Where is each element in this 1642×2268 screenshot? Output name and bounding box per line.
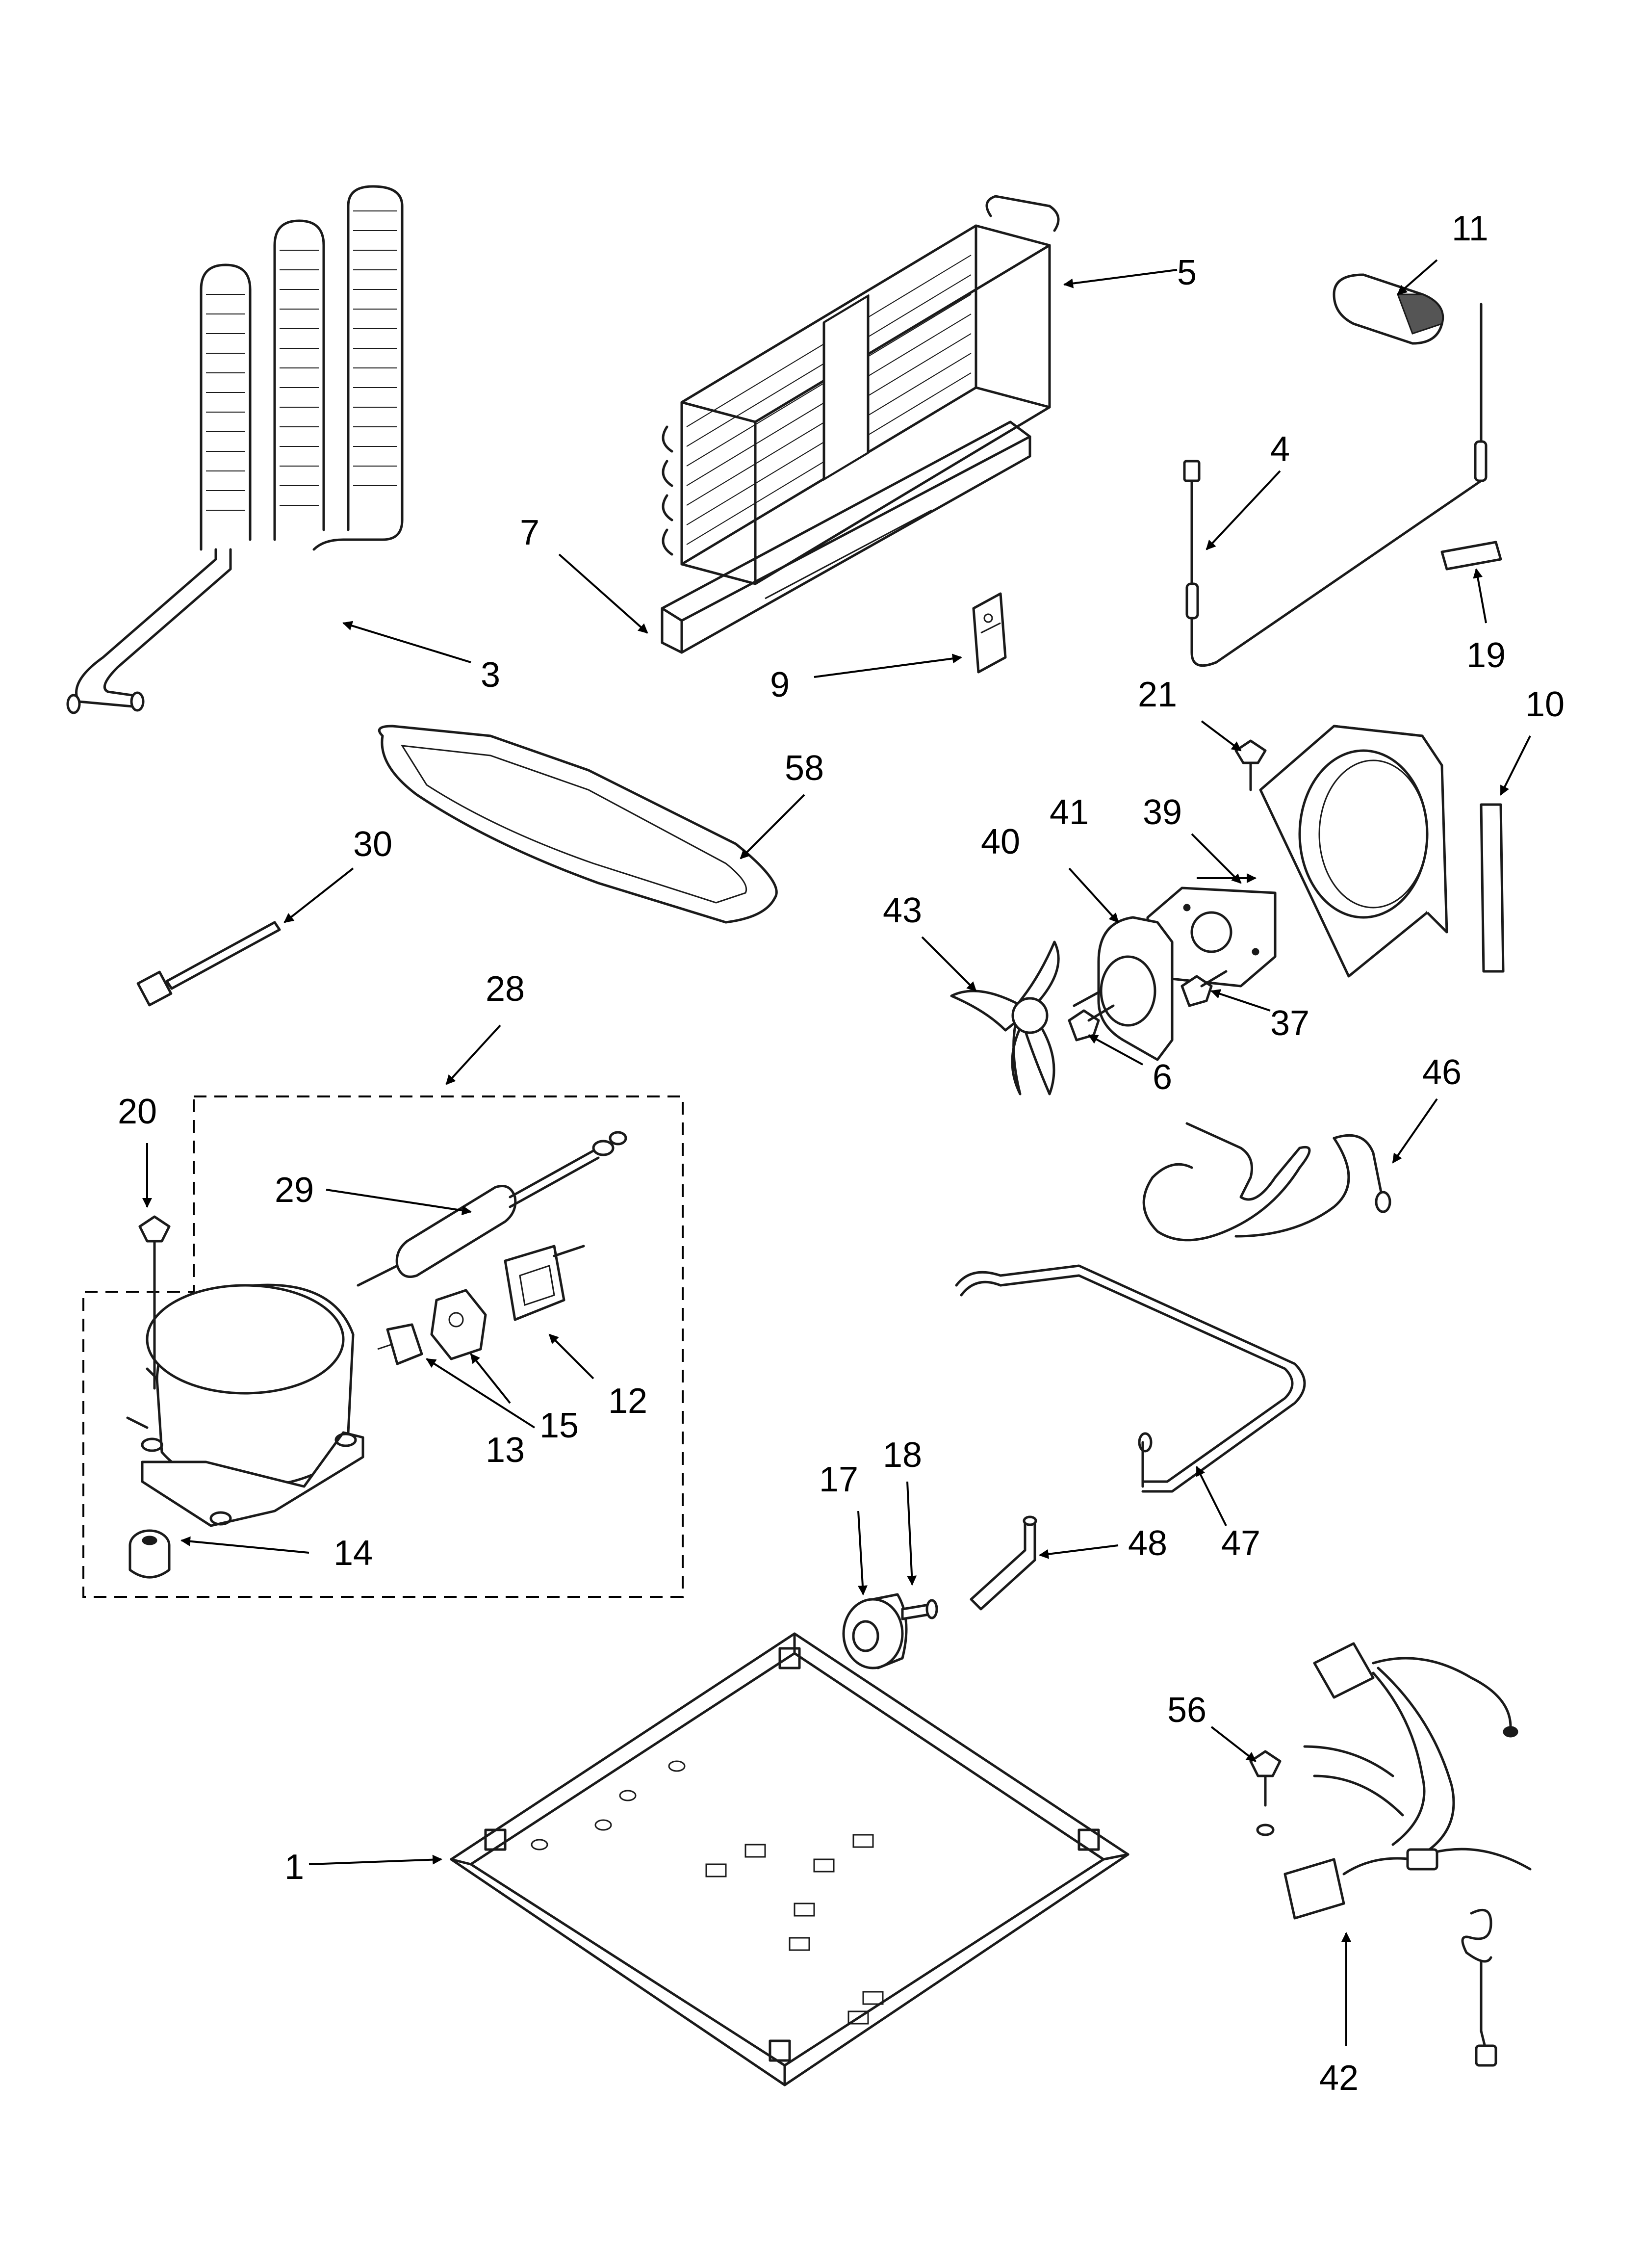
callout-42: 42: [1319, 2059, 1359, 2098]
callout-41: 41: [1050, 793, 1089, 832]
grommet: [128, 1529, 171, 1579]
callout-19: 19: [1466, 636, 1506, 675]
fan-blade: [950, 940, 1060, 1095]
screw-20: [138, 1215, 171, 1267]
cable-tie: [136, 921, 281, 1007]
callout-58: 58: [785, 749, 824, 788]
callout-13: 13: [486, 1431, 525, 1470]
fan-motor: [1073, 916, 1174, 1061]
motor-bracket: [1146, 886, 1277, 988]
callout-10: 10: [1525, 685, 1565, 724]
screws: [1068, 970, 1228, 1042]
callout-18: 18: [883, 1435, 922, 1475]
callout-43: 43: [883, 891, 922, 930]
leader-lines: [142, 259, 1531, 2046]
wire-harness: [1283, 1642, 1532, 2067]
clip-bracket: [972, 592, 1007, 674]
fan-shroud: [1259, 725, 1448, 978]
callout-56: 56: [1167, 1691, 1206, 1730]
evaporator: [662, 195, 1060, 585]
callout-14: 14: [334, 1534, 373, 1573]
callout-11: 11: [1452, 209, 1488, 248]
callout-17: 17: [819, 1460, 858, 1499]
callout-labels: 3 5 7 9 11 4 19 58 30 21 10 39 41 40 43 …: [118, 209, 1565, 2098]
relay: [504, 1245, 585, 1321]
callout-3: 3: [481, 655, 500, 695]
callout-4: 4: [1270, 430, 1290, 469]
cap: [1333, 273, 1444, 345]
callout-48: 48: [1128, 1524, 1167, 1563]
callout-47: 47: [1221, 1524, 1260, 1563]
callout-7: 7: [520, 513, 539, 552]
callout-28: 28: [486, 969, 525, 1009]
overload: [430, 1289, 487, 1360]
drain-pan: [378, 725, 778, 924]
base-frame: [450, 1632, 1129, 2086]
drain-trough: [661, 420, 1031, 654]
callout-46: 46: [1422, 1053, 1462, 1092]
callout-6: 6: [1153, 1058, 1172, 1097]
seal-strip: [1480, 803, 1505, 973]
roller-pin: [901, 1599, 938, 1620]
water-tube-47: [955, 1264, 1306, 1493]
callout-5: 5: [1177, 253, 1197, 292]
drain-tube: [1142, 1122, 1391, 1242]
callout-30: 30: [353, 825, 392, 864]
water-tube-48: [970, 1515, 1037, 1611]
compressor: [126, 1264, 364, 1527]
callout-12: 12: [608, 1382, 647, 1421]
callout-39: 39: [1143, 793, 1182, 832]
terminal-connector: [377, 1323, 423, 1365]
condenser-coil: [66, 185, 404, 714]
callout-21: 21: [1138, 675, 1177, 714]
callout-20: 20: [118, 1092, 157, 1131]
compressor-kit-outline: [82, 1095, 684, 1598]
callout-1: 1: [284, 1848, 304, 1887]
callout-37: 37: [1270, 1004, 1309, 1043]
callout-29: 29: [275, 1171, 314, 1210]
callout-9: 9: [770, 665, 790, 704]
roller: [842, 1593, 908, 1669]
wire-clip: [1440, 541, 1502, 571]
thermistor-wire: [1183, 303, 1488, 667]
screw-21: [1234, 739, 1267, 791]
screw-56: [1249, 1750, 1282, 1836]
callout-40: 40: [981, 822, 1020, 861]
callout-15: 15: [539, 1406, 579, 1445]
filter-drier: [357, 1131, 627, 1287]
